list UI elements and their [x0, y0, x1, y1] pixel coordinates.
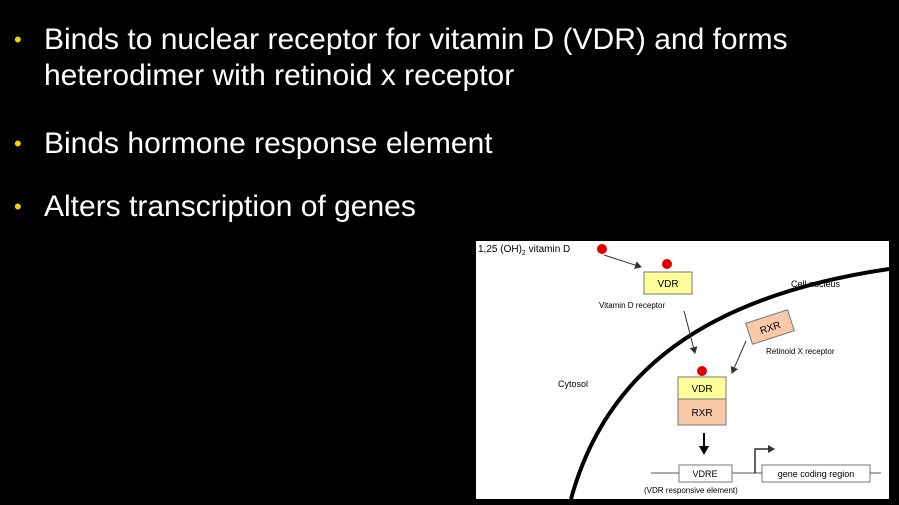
cytosol-label: Cytosol	[558, 379, 588, 389]
vdr-ligand-dot	[662, 259, 672, 269]
complex-rxr-box	[677, 398, 727, 426]
rxr-arrow	[730, 340, 747, 374]
bullet-text: Binds hormone response element	[44, 127, 493, 160]
bullet-item-vdr-binding: • Binds to nuclear receptor for vitamin …	[14, 22, 884, 94]
complex-rxr-label: RXR	[691, 408, 712, 419]
rxr-free-box: RXR	[745, 309, 795, 345]
ligand-dot	[597, 244, 607, 254]
gene-coding-region-box	[761, 464, 871, 483]
rxr-caption: Retinoid X receptor	[766, 347, 835, 356]
vdre-caption: (VDR responsive element)	[644, 486, 738, 495]
bullet-text: Binds to nuclear receptor for vitamin D …	[44, 23, 788, 92]
bullet-item-hormone-response: • Binds hormone response element	[14, 126, 884, 162]
nucleus-label: Cell nucleus	[791, 279, 841, 289]
vdr-arrow	[683, 310, 698, 354]
ligand-arrow	[603, 254, 642, 269]
bullet-dot-icon: •	[14, 27, 22, 52]
bullet-item-transcription: • Alters transcription of genes	[14, 189, 884, 225]
bullet-dot-icon: •	[14, 194, 22, 219]
gene-coding-region-label: gene coding region	[778, 469, 855, 479]
complex-ligand-dot	[697, 366, 707, 376]
diagram-svg: 1,25 (OH)2 vitamin D VDR Vitamin D recep…	[478, 244, 889, 499]
vitamin-d-mechanism-diagram: 1,25 (OH)2 vitamin D VDR Vitamin D recep…	[476, 241, 889, 499]
vdr-box-label: VDR	[657, 279, 678, 290]
vdre-box	[678, 464, 733, 483]
transcription-start-arrow-icon	[754, 445, 775, 473]
vdr-box	[643, 271, 693, 295]
vdr-caption: Vitamin D receptor	[599, 301, 665, 310]
nuclear-membrane	[569, 267, 889, 499]
bullet-dot-icon: •	[14, 131, 22, 156]
ligand-label: 1,25 (OH)2 vitamin D	[478, 244, 570, 257]
bullet-text: Alters transcription of genes	[44, 190, 416, 223]
complex-vdr-label: VDR	[691, 384, 712, 395]
vdre-label: VDRE	[692, 469, 717, 479]
